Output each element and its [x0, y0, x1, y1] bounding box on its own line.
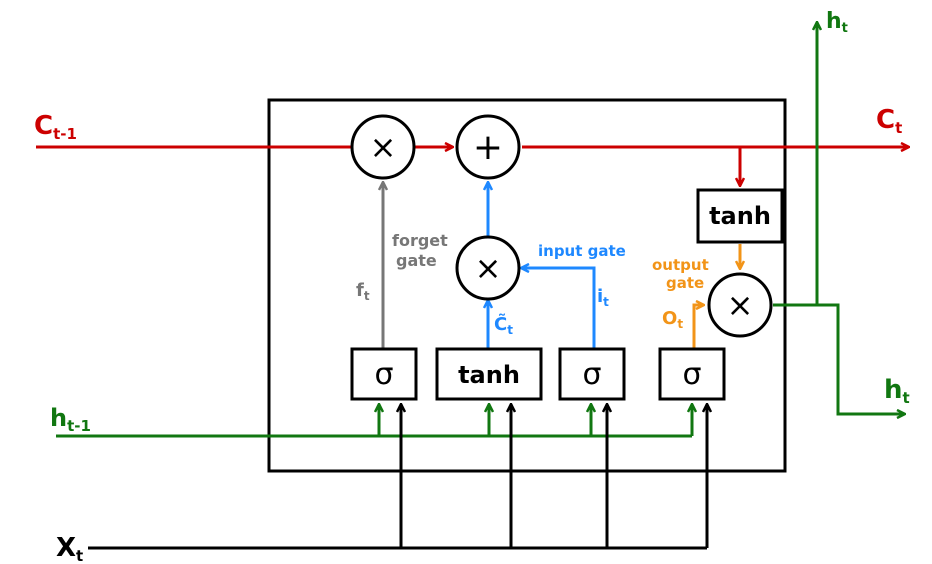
output-gate-label: output — [652, 256, 709, 274]
forget-gate-label: forget — [392, 231, 448, 250]
cell-state-path — [36, 147, 909, 186]
input-path — [88, 404, 707, 550]
svg-text:tanh: tanh — [709, 202, 771, 230]
candidate-tanh-box: tanh — [435, 347, 543, 401]
input-var-label: it — [597, 286, 609, 309]
c-next-label: Ct — [876, 105, 902, 137]
svg-text:×: × — [475, 249, 502, 287]
svg-text:σ: σ — [582, 357, 601, 392]
output-gate-label-2: gate — [666, 274, 704, 292]
svg-text:×: × — [727, 286, 754, 324]
x-in-label: Xt — [56, 533, 83, 564]
forget-gate-label-2: gate — [396, 251, 437, 270]
candidate-var-label: C̃t — [494, 314, 513, 337]
forget-var-label: ft — [356, 280, 370, 303]
input-gate-path — [488, 182, 596, 348]
forget-multiply-node: × — [350, 114, 416, 180]
input-gate-label: input gate — [538, 242, 626, 260]
hidden-state-path — [56, 22, 905, 438]
output-sigma-box: σ — [658, 347, 726, 401]
svg-text:×: × — [370, 128, 397, 166]
cell-boundary — [267, 98, 787, 473]
output-multiply-node: × — [707, 272, 773, 338]
h-top-label: ht — [826, 9, 848, 36]
input-sigma-box: σ — [558, 347, 626, 401]
output-gate-path — [692, 244, 740, 348]
svg-text:σ: σ — [374, 357, 393, 392]
input-multiply-node: × — [455, 235, 521, 301]
svg-text:σ: σ — [682, 357, 701, 392]
h-right-label: ht — [884, 375, 910, 407]
add-node: + — [455, 114, 521, 180]
svg-text:+: + — [473, 127, 503, 168]
c-prev-label: Ct-1 — [34, 111, 77, 143]
forget-sigma-box: σ — [350, 347, 418, 401]
svg-text:tanh: tanh — [458, 361, 520, 389]
output-tanh-box: tanh — [696, 188, 784, 244]
h-prev-label: ht-1 — [50, 404, 91, 435]
output-var-label: Ot — [662, 308, 683, 331]
